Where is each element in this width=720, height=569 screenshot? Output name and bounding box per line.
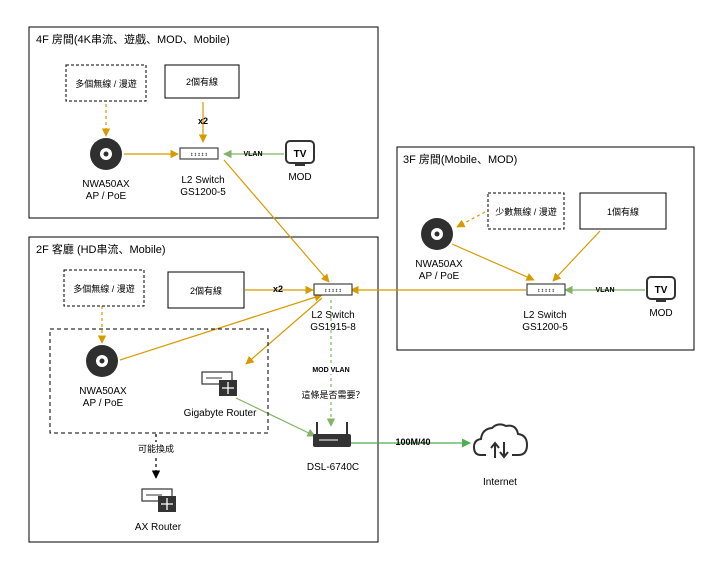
modem-label: DSL-6740C bbox=[307, 462, 359, 473]
edge-3f-wired-to-switch bbox=[552, 230, 601, 282]
f4-ap-type: AP / PoE bbox=[86, 191, 127, 202]
f2-ap-type: AP / PoE bbox=[83, 398, 124, 409]
edge-4f-to-main-switch bbox=[223, 159, 330, 283]
f2-wired-box: 2個有線 bbox=[167, 271, 245, 309]
main-switch-icon: ↕↕↕↕↕ bbox=[313, 283, 353, 296]
f3-switch-model: L2 Switch bbox=[523, 310, 566, 321]
ax-router-icon bbox=[141, 488, 176, 512]
f2-ap-icon bbox=[86, 345, 118, 377]
f4-tv-text: TV bbox=[294, 149, 307, 160]
wan-speed-label: 100M/40 bbox=[395, 437, 430, 447]
floor-4f-title: 4F 房間(4K串流、遊戲、MOD、Mobile) bbox=[36, 32, 230, 46]
f3-switch-name: GS1200-5 bbox=[522, 322, 568, 333]
f3-ap-type: AP / PoE bbox=[419, 271, 460, 282]
internet-label: Internet bbox=[483, 477, 517, 488]
mod-vlan-label: MOD VLAN bbox=[312, 367, 349, 374]
svg-text:↕↕↕↕↕: ↕↕↕↕↕ bbox=[190, 151, 208, 158]
f3-vlan-label: VLAN bbox=[595, 287, 614, 294]
f4-switch-name: GS1200-5 bbox=[180, 187, 226, 198]
vlan-question-label: 這條是否需要？ bbox=[301, 389, 364, 400]
f2-wireless-label: 多個無線 / 漫遊 bbox=[73, 283, 135, 294]
f4-tv-label: MOD bbox=[288, 172, 311, 183]
f2-swap-group bbox=[49, 328, 269, 434]
f4-switch-model: L2 Switch bbox=[181, 175, 224, 186]
f4-switch-icon: ↕↕↕↕↕ bbox=[179, 147, 219, 160]
f3-tv-label: MOD bbox=[649, 308, 672, 319]
f4-vlan-label: VLAN bbox=[243, 151, 262, 158]
f4-wireless-box: 多個無線 / 漫遊 bbox=[65, 64, 147, 102]
edge-3f-wireless-to-ap bbox=[456, 211, 486, 228]
modem-icon bbox=[313, 422, 351, 447]
floor-4f-container: 4F 房間(4K串流、遊戲、MOD、Mobile) bbox=[28, 26, 379, 219]
floor-2f-container: 2F 客廳 (HD串流、Mobile) bbox=[28, 236, 379, 543]
f4-ap-icon bbox=[90, 138, 122, 170]
f3-wireless-label: 少數無線 / 漫遊 bbox=[495, 206, 557, 217]
f3-switch-icon: ↕↕↕↕↕ bbox=[526, 283, 566, 296]
router-icon bbox=[201, 371, 237, 396]
f2-ap-name: NWA50AX bbox=[79, 386, 127, 397]
floor-3f-container: 3F 房間(Mobile、MOD) bbox=[396, 146, 695, 351]
ax-router-label: AX Router bbox=[135, 522, 182, 533]
router-label: Gigabyte Router bbox=[184, 408, 257, 419]
f3-wired-box: 1個有線 bbox=[579, 192, 667, 230]
svg-text:↕↕↕↕↕: ↕↕↕↕↕ bbox=[537, 287, 555, 294]
f2-wired-label: 2個有線 bbox=[190, 285, 222, 296]
floor-3f-title: 3F 房間(Mobile、MOD) bbox=[403, 153, 517, 166]
maybe-swap-label: 可能換成 bbox=[138, 443, 174, 454]
cloud-icon bbox=[472, 423, 529, 459]
edge-3f-ap-to-switch bbox=[451, 243, 535, 281]
f4-wired-label: 2個有線 bbox=[186, 76, 218, 87]
floor-2f-title: 2F 客廳 (HD串流、Mobile) bbox=[36, 242, 166, 256]
f4-tv-icon: TV bbox=[285, 140, 315, 166]
f3-wireless-box: 少數無線 / 漫遊 bbox=[487, 192, 565, 230]
edge-main-switch-to-router bbox=[245, 297, 323, 365]
svg-text:↕↕↕↕↕: ↕↕↕↕↕ bbox=[324, 287, 342, 294]
f4-wired-box: 2個有線 bbox=[164, 64, 240, 99]
f3-ap-name: NWA50AX bbox=[415, 259, 463, 270]
f2-wireless-box: 多個無線 / 漫遊 bbox=[63, 269, 145, 307]
edge-router-to-modem bbox=[235, 397, 316, 437]
f4-ap-name: NWA50AX bbox=[82, 179, 130, 190]
f3-tv-text: TV bbox=[655, 285, 668, 296]
main-switch-name: GS1915-8 bbox=[310, 322, 356, 333]
main-switch-model: L2 Switch bbox=[311, 310, 354, 321]
f4-wireless-label: 多個無線 / 漫遊 bbox=[75, 78, 137, 89]
f3-wired-label: 1個有線 bbox=[607, 206, 639, 217]
f2-x2-label: x2 bbox=[273, 284, 283, 294]
f3-ap-icon bbox=[421, 218, 453, 250]
edge-2f-ap-to-main-switch bbox=[119, 293, 323, 361]
f4-x2-label: x2 bbox=[198, 116, 208, 126]
f3-tv-icon: TV bbox=[646, 276, 676, 302]
